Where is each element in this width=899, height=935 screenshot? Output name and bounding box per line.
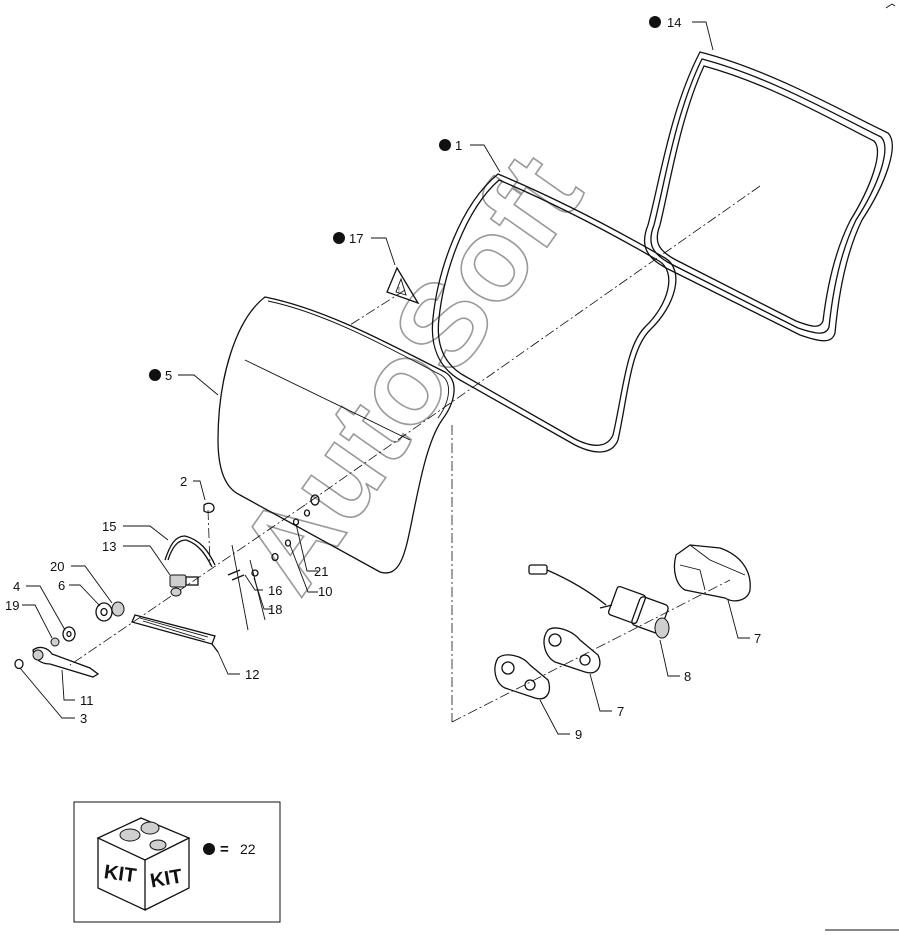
kit-label-right: KIT (149, 865, 185, 892)
svg-text:!: ! (398, 287, 400, 294)
part-13-15-pivot-hose (164, 535, 216, 597)
kit-bullet-icon (203, 843, 215, 855)
callout-12: 12 (245, 667, 259, 682)
callout-13: 13 (102, 539, 116, 554)
callout-7-cover: 7 (754, 631, 761, 646)
callout-15: 15 (102, 519, 116, 534)
callout-20: 20 (50, 559, 64, 574)
callout-21: 21 (314, 564, 328, 579)
kit-label-left: KIT (103, 861, 138, 887)
part-7-motor-cover (673, 544, 751, 602)
part-5-glass-panel (217, 296, 455, 574)
part-8-wiper-motor (528, 564, 670, 639)
callout-18: 18 (268, 602, 282, 617)
callout-11: 11 (80, 693, 94, 708)
part-2-pin (203, 502, 215, 514)
part-7-bracket (543, 627, 601, 674)
legend-equals: = (220, 841, 229, 858)
axis-lines (69, 185, 761, 723)
callout-labels: 14 1 17 5 2 15 13 20 6 4 19 11 3 12 16 1… (5, 15, 761, 742)
kit-bullets (149, 16, 661, 381)
part-9-bracket (494, 654, 551, 700)
corner-tick (885, 3, 896, 9)
callout-17: 17 (349, 231, 363, 246)
part-12-wiper-blade (131, 614, 219, 653)
callout-8: 8 (684, 669, 691, 684)
part-11-wiper-arm (32, 646, 100, 678)
legend-kit-number: 22 (240, 841, 256, 857)
callout-16: 16 (268, 583, 282, 598)
callout-5: 5 (165, 368, 172, 383)
callout-19: 19 (5, 598, 19, 613)
callout-9: 9 (575, 727, 582, 742)
callout-6: 6 (58, 578, 65, 593)
callout-10: 10 (318, 584, 332, 599)
leader-lines (19, 21, 750, 735)
part-14-seal (643, 51, 893, 342)
callout-1: 1 (455, 138, 462, 153)
callout-4: 4 (13, 579, 20, 594)
part-17-decal: ! (386, 266, 420, 305)
callout-2: 2 (180, 474, 187, 489)
fasteners (227, 494, 320, 631)
part-1-glass-seal (431, 173, 677, 453)
parts-washers-nuts (14, 601, 125, 670)
callout-14: 14 (667, 15, 681, 30)
callout-3: 3 (80, 711, 87, 726)
callout-7-bracket: 7 (617, 704, 624, 719)
kit-legend: KIT KIT = 22 (73, 801, 281, 923)
